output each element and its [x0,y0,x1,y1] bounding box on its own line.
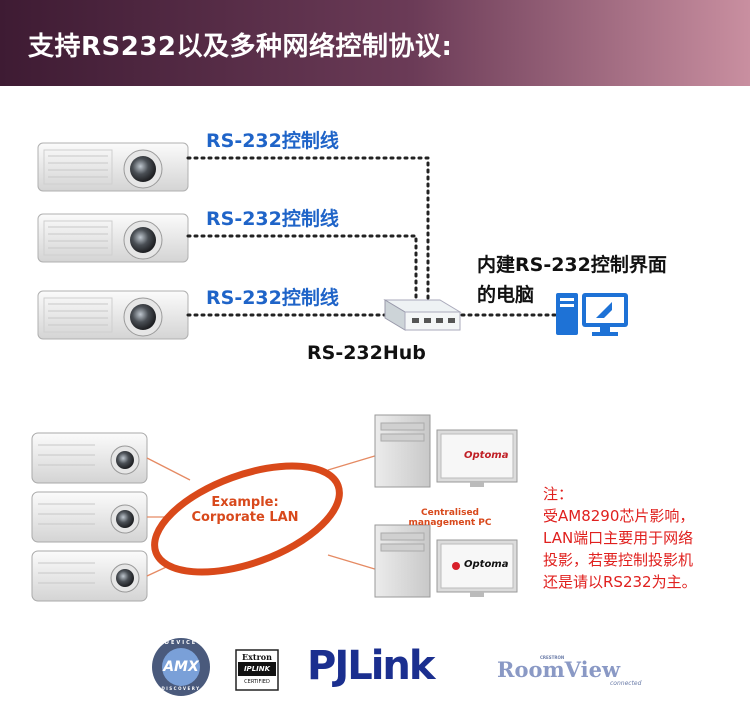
projector-2 [37,213,189,263]
lan-label-line1: Example: [211,495,279,510]
roomview-connected-text: connected [610,680,642,687]
amx-logo-bottom-text: DISCOVERY [161,686,201,691]
lan-ellipse [151,462,343,576]
amx-logo-top-text: DEVICE [164,640,198,646]
lan-projector-1 [31,432,148,484]
monitor-brand-bottom: Optoma [464,559,509,570]
monitor-brand-top: Optoma [464,450,509,461]
roomview-logo: RoomView [497,657,621,682]
note-box: 注： 受AM8290芯片影响， LAN端口主要用于网络 投影，若要控制投影机 还… [543,483,733,593]
pc-label-line2: 的电脑 [477,284,535,306]
page-title: 支持RS232以及多种网络控制协议: [28,32,453,62]
rs232-hub [383,299,462,331]
pc-label-line1: 内建RS-232控制界面 [477,254,667,276]
crestron-logo-text: CRESTRON [540,655,565,660]
cpc-label-line1: Centralised [420,508,479,518]
lan-projector-2 [31,491,148,543]
lan-label-line2: Corporate LAN [191,510,299,525]
amx-logo-shape [152,638,210,696]
management-pc-bottom [374,524,518,598]
note-line: 受AM8290芯片影响， [543,507,695,525]
note-title: 注： [543,485,574,503]
header-banner [0,0,750,86]
pjlink-logo: PJLink [307,643,435,689]
extron-certified-text: CERTIFIED [244,679,270,685]
rs232-cable-label: RS-232控制线 [206,208,339,230]
note-line: LAN端口主要用于网络 [543,529,694,547]
extron-logo-shape [235,649,279,691]
cpc-label-line2: management PC [408,518,492,528]
note-line: 还是请以RS232为主。 [543,573,697,591]
projector-3 [37,290,189,340]
pc-icon [556,293,628,336]
rs232-cable-label: RS-232控制线 [206,130,339,152]
amx-logo-text: AMX [163,659,199,675]
hub-label: RS-232Hub [307,342,426,364]
note-line: 投影，若要控制投影机 [543,551,694,569]
rs232-dotted-lines [186,156,558,317]
rs232-cable-label: RS-232控制线 [206,287,339,309]
extron-iplink-text: IPLINK [243,665,271,673]
management-pc-top [374,414,518,488]
projector-1 [37,142,189,192]
extron-logo-text: Extron [242,652,272,662]
lan-projector-3 [31,550,148,602]
